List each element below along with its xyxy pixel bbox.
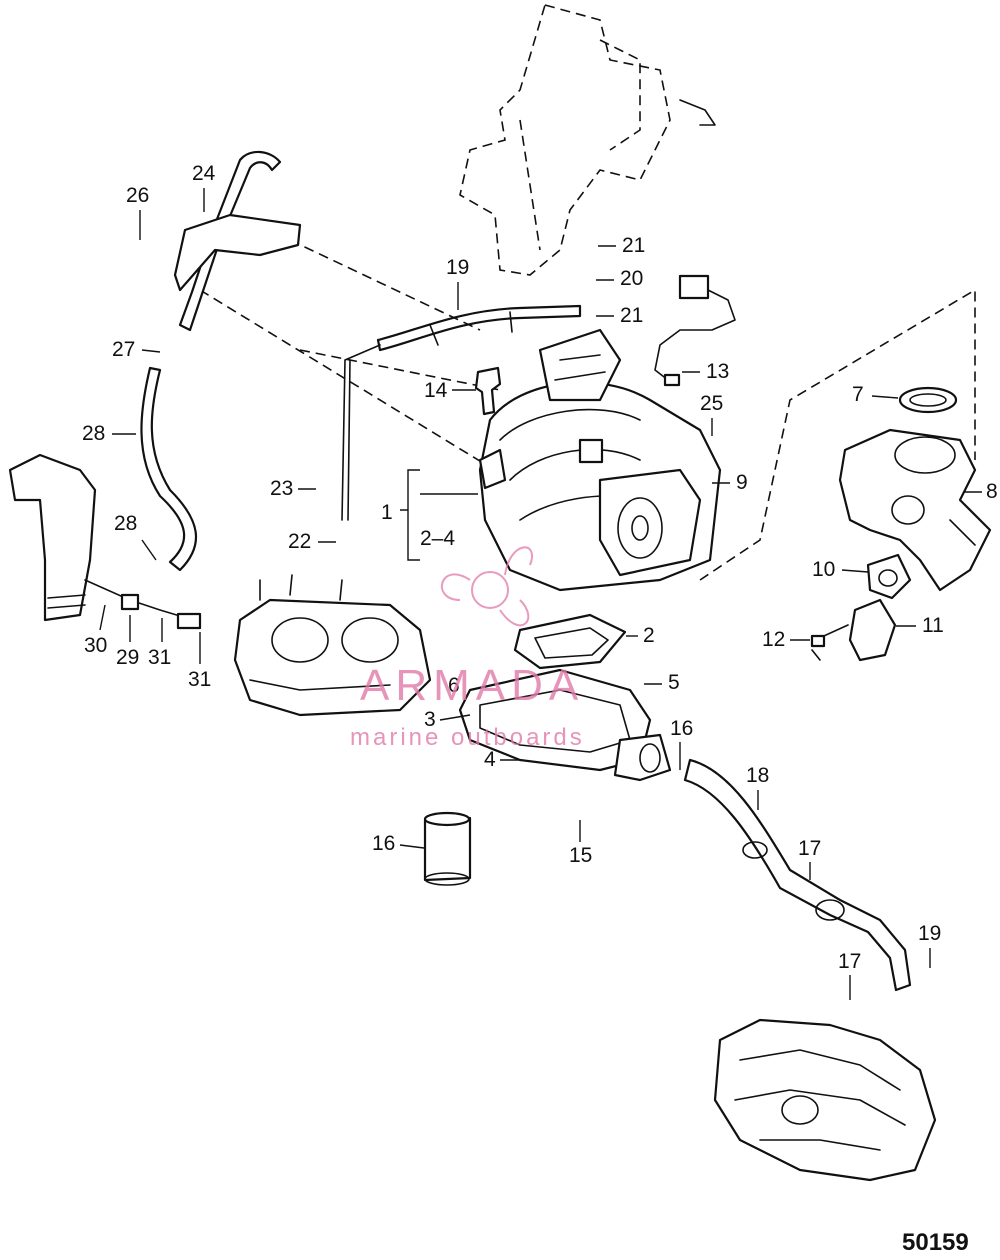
callout-19a: 18 [746, 764, 769, 787]
gasket-10 [866, 553, 912, 600]
watermark: ARMADA marine outboards [350, 546, 585, 751]
callout-28a: 27 [112, 338, 135, 361]
pipe-18 [683, 758, 912, 992]
callout-27: 26 [126, 184, 149, 207]
callout-24: 23 [270, 477, 293, 500]
pump-housing-assembly [478, 328, 722, 592]
throttle-body-block [233, 574, 432, 717]
callout-8: 8 [986, 480, 998, 503]
callout-21a: 20 [620, 267, 643, 290]
hose-25 [173, 150, 302, 332]
sensor-12 [810, 624, 849, 661]
callout-18: 17 [798, 837, 821, 860]
callout-31a: 30 [84, 634, 107, 657]
gasket-7 [898, 386, 958, 414]
callout-13: 13 [706, 360, 729, 383]
callout-3: 3 [424, 708, 436, 731]
callout-15: 15 [569, 844, 592, 867]
callout-5: 5 [668, 671, 680, 694]
figure-number: 50159 [902, 1229, 969, 1256]
callout-21b: 21 [620, 304, 643, 327]
hose-20 [341, 304, 582, 521]
callout-14: 14 [424, 379, 448, 402]
callout-11: 11 [922, 614, 944, 637]
callout-10: 10 [812, 558, 835, 581]
callout-6: 6 [448, 674, 460, 697]
hose-29 [140, 366, 198, 572]
injector-14 [474, 366, 502, 416]
callout-31b: 31 [148, 646, 171, 669]
callout-4: 4 [484, 748, 496, 771]
callout-16: 16 [372, 832, 395, 855]
engine-bracket-phantom [459, 4, 716, 276]
elbow-fitting-left [8, 453, 97, 622]
callout-12: 12 [762, 628, 785, 651]
callout-2-4: 2–4 [420, 527, 455, 550]
callout-28b: 28 [114, 512, 137, 535]
watermark-tagline: marine outboards [350, 724, 585, 751]
sensor-13 [654, 274, 736, 387]
callout-7: 7 [852, 383, 864, 406]
callout-17a: 16 [670, 717, 693, 740]
adapter-plate-3 [458, 668, 672, 782]
callout-32: 31 [188, 668, 211, 691]
fittings-30-32 [84, 579, 202, 630]
phantom-lines [199, 239, 976, 581]
callout-20: 19 [446, 256, 469, 279]
callout-2: 2 [643, 624, 655, 647]
gasket-2 [513, 613, 627, 670]
exhaust-manifold-8 [838, 428, 992, 592]
callout-19b: 19 [918, 922, 941, 945]
callout-30: 29 [116, 646, 139, 669]
callout-26: 25 [700, 392, 723, 415]
callout-22: 21 [622, 234, 645, 257]
callout-9: 9 [736, 471, 748, 494]
callouts: 1 2 2–4 3 4 5 6 7 8 9 10 11 12 13 14 15 … [82, 162, 998, 1000]
lower-housing [713, 1018, 937, 1182]
watermark-brand: ARMADA [360, 661, 584, 710]
cover-11 [848, 598, 897, 662]
callout-25: 24 [192, 162, 216, 185]
callout-29: 28 [82, 422, 105, 445]
filter-16 [423, 811, 472, 886]
callout-23: 22 [288, 530, 311, 553]
callout-17b: 17 [838, 950, 861, 973]
callout-1: 1 [381, 501, 393, 524]
